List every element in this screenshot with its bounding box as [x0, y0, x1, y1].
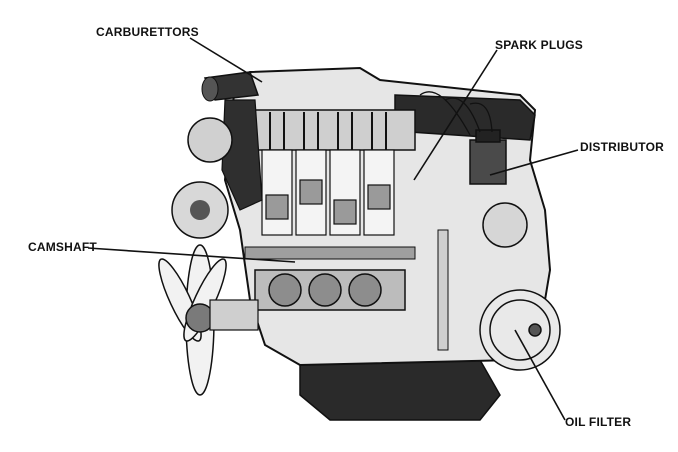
leader-spark-plugs [413, 49, 498, 181]
crankshaft [254, 269, 406, 311]
water-pump [187, 117, 233, 163]
dipstick-tube [437, 229, 449, 351]
distributor [469, 129, 507, 185]
label-spark-plugs: SPARK PLUGS [495, 38, 583, 52]
leader-camshaft [87, 247, 296, 263]
intake-manifold [221, 99, 263, 211]
valves [269, 112, 387, 150]
label-camshaft: CAMSHAFT [28, 240, 97, 254]
fan [158, 244, 227, 396]
camshaft-bar [244, 246, 416, 260]
leader-carburettors [189, 37, 263, 83]
leader-oil-filter [514, 329, 566, 421]
oil-sump [299, 359, 501, 421]
oil-filter [479, 289, 561, 371]
leader-distributor [489, 149, 579, 176]
pulley [209, 299, 259, 331]
fuel-pump [482, 202, 528, 248]
label-carburettors: CARBURETTORS [96, 25, 199, 39]
label-oil-filter: OIL FILTER [565, 415, 632, 429]
leader-lines [87, 37, 579, 421]
label-distributor: DISTRIBUTOR [580, 140, 664, 154]
cylinders [261, 149, 395, 236]
cylinder-head [254, 109, 416, 151]
